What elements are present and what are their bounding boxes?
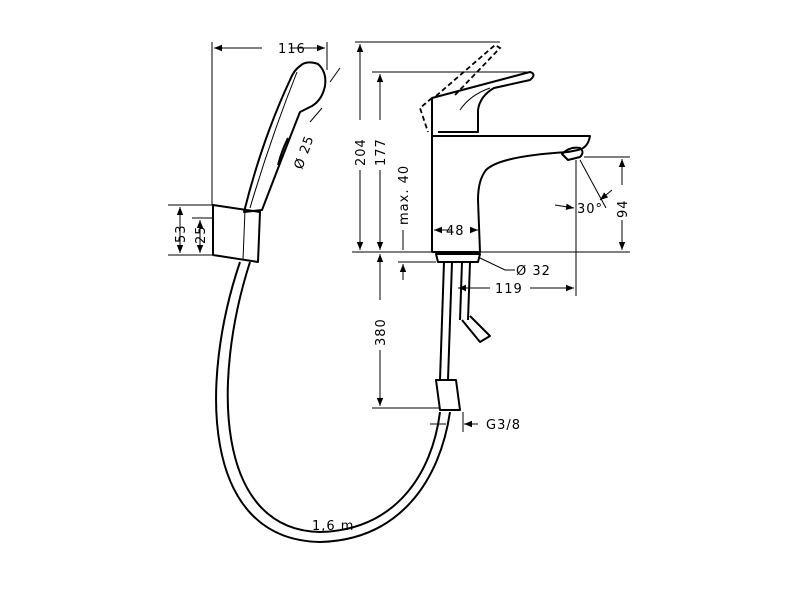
dim-30-deg: 30° — [577, 202, 603, 217]
dim-25: 25 — [194, 225, 209, 244]
dim-1-6m: 1,6 m — [312, 519, 354, 534]
dim-204: 204 — [354, 138, 369, 166]
dim-dia-32: Ø 32 — [516, 264, 551, 279]
dimension-lines — [168, 42, 630, 432]
hose — [215, 261, 451, 543]
dim-116: 116 — [278, 42, 306, 57]
wall-holder — [212, 204, 261, 263]
hand-shower — [212, 61, 327, 263]
connector — [461, 315, 491, 343]
dim-dia-25: Ø 25 — [292, 133, 318, 171]
dim-max-40: max. 40 — [397, 165, 412, 225]
dim-177: 177 — [374, 138, 389, 166]
dim-48: 48 — [446, 224, 465, 239]
dim-119: 119 — [495, 282, 523, 297]
dim-380: 380 — [374, 318, 389, 346]
dim-53: 53 — [174, 224, 189, 243]
dim-g3-8: G3/8 — [486, 418, 521, 433]
dim-94: 94 — [616, 199, 631, 218]
